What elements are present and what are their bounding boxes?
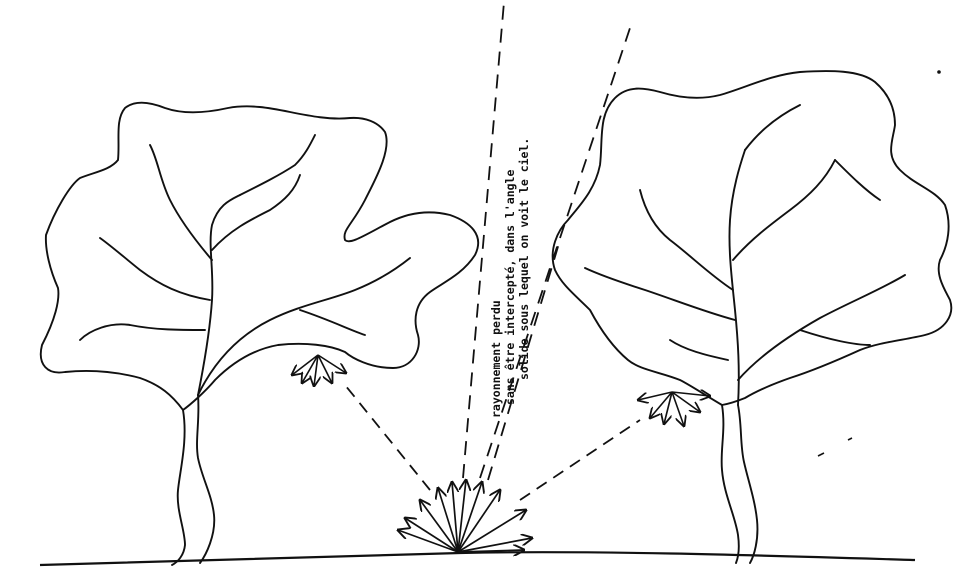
right-plant-leaf-outline xyxy=(553,71,952,405)
right-plant-vein-5 xyxy=(745,105,800,150)
reemission-arrow xyxy=(292,355,318,375)
stray-dot xyxy=(938,71,940,73)
left-plant-stem-right xyxy=(197,395,214,563)
right-leaf-reemission-arrows xyxy=(638,392,710,426)
right-plant-vein-7 xyxy=(800,330,870,345)
right-plant-vein-8 xyxy=(835,160,880,200)
right-plant xyxy=(553,71,952,563)
left-plant-vein-1 xyxy=(150,145,212,260)
annotation-line-1: rayonnement perdu xyxy=(489,300,503,418)
left-plant-stem-left xyxy=(172,410,185,565)
right-plant-vein-main xyxy=(729,150,745,405)
stray-marks xyxy=(818,71,940,456)
stray-mark xyxy=(818,453,824,456)
left-leaf-reemission-arrows xyxy=(292,355,346,386)
left-plant-leaf-outline xyxy=(41,103,478,410)
ground-emission-arrows xyxy=(398,480,532,552)
left-plant-vein-2 xyxy=(100,238,210,300)
direction-line-to-right-plant xyxy=(520,420,640,500)
right-plant-stem-left xyxy=(722,405,739,563)
left-plant-vein-5 xyxy=(240,135,315,195)
left-plant-vein-6 xyxy=(198,258,410,395)
ground-line xyxy=(40,552,915,565)
right-plant-vein-4 xyxy=(733,160,835,260)
annotation-line-2: sans être intercepté, dans l'angle xyxy=(503,170,517,405)
annotation-text: rayonnement perdu sans être intercepté, … xyxy=(489,138,531,418)
stray-mark xyxy=(848,438,852,440)
direction-line-to-left-plant xyxy=(345,385,430,490)
left-plant xyxy=(41,103,478,565)
right-plant-vein-6 xyxy=(738,275,905,380)
right-plant-vein-1 xyxy=(640,190,733,290)
left-plant-vein-7 xyxy=(300,310,365,335)
left-plant-vein-3 xyxy=(80,324,205,340)
right-plant-stem-right xyxy=(738,405,757,563)
annotation-line-3: solide sous lequel on voit le ciel. xyxy=(517,138,531,380)
right-plant-vein-3 xyxy=(670,340,728,360)
